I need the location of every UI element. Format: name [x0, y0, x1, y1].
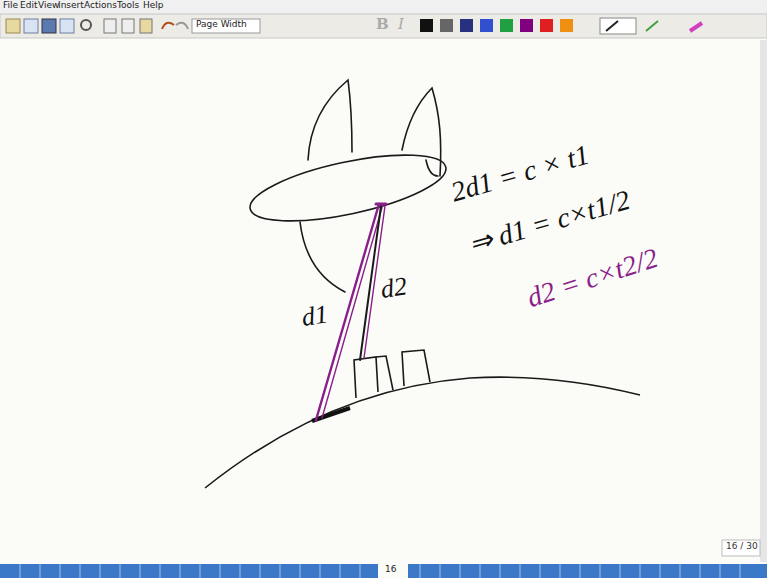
distance-label: d1	[300, 301, 330, 333]
page-marker	[378, 564, 408, 578]
menu-item: Help	[143, 1, 164, 11]
tool-bar	[0, 14, 767, 38]
bold-button: B	[376, 16, 389, 33]
menu-item: Insert	[58, 1, 84, 11]
page-number: 16	[385, 565, 396, 575]
equation: 2d1 = c × t1	[448, 139, 593, 208]
menu-item: View	[38, 1, 59, 11]
page-bar	[0, 564, 767, 578]
earth-curve	[205, 377, 640, 488]
page-ticks	[20, 564, 740, 578]
tool-icons	[6, 18, 702, 34]
satellite-sketch	[245, 80, 451, 292]
italic-button: I	[398, 16, 404, 33]
building-sketch	[354, 350, 430, 398]
page-counter-box	[722, 540, 760, 556]
menu-item: File	[3, 1, 18, 11]
menu-bar	[0, 0, 767, 14]
distance-label: d2	[379, 273, 409, 305]
menu-item: Edit	[20, 1, 37, 11]
zoom-select: Page Width	[196, 20, 247, 30]
scroll-strip	[760, 40, 767, 562]
menu-item: Actions	[84, 1, 117, 11]
equation: d2 = c×t2/2	[523, 243, 662, 314]
menu-item: Tools	[117, 1, 139, 11]
page-counter: 16 / 30	[726, 542, 758, 552]
